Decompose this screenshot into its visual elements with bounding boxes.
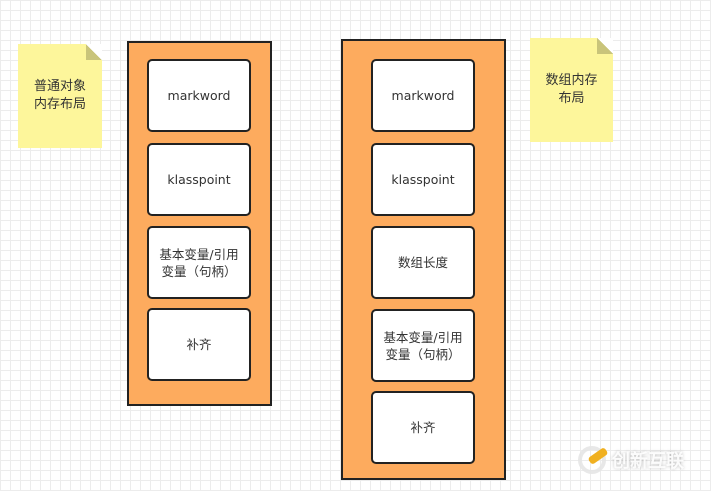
watermark: 创新互联 [578,446,684,474]
array-field-klasspoint: klasspoint [371,143,475,216]
array-field-padding: 补齐 [371,391,475,464]
note-label: 普通对象 内存布局 [33,79,86,112]
note-fold [86,44,102,60]
array-field-variables: 基本变量/引用变量（句柄） [371,309,475,382]
object-field-variables: 基本变量/引用变量（句柄） [147,226,251,299]
note-label: 数组内存 布局 [545,73,598,106]
object-field-padding: 补齐 [147,308,251,381]
note-object-layout: 普通对象 内存布局 [18,44,102,148]
object-field-markword: markword [147,59,251,132]
object-field-klasspoint: klasspoint [147,143,251,216]
array-field-markword: markword [371,59,475,132]
watermark-text: 创新互联 [612,451,684,472]
note-fold [597,38,613,54]
note-array-layout: 数组内存 布局 [530,38,613,142]
array-field-length: 数组长度 [371,226,475,299]
watermark-logo-icon [578,446,606,474]
